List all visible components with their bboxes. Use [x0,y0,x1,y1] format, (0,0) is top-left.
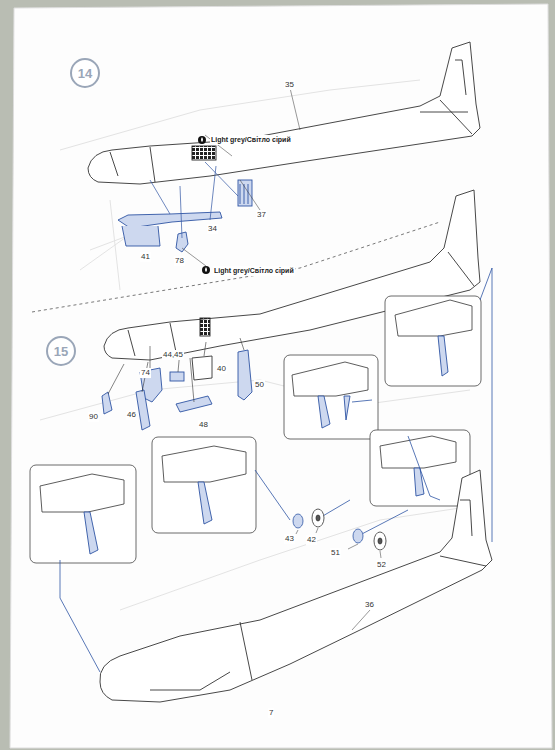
step-circle: 15 [46,336,76,366]
callout-number: 34 [207,224,218,234]
page-number: 7 [268,708,274,718]
callout-number: 37 [256,210,267,220]
paint-note: Light grey/Світло сірий [213,266,295,276]
paint-note: Light grey/Світло сірий [210,135,292,145]
callout-number: 46 [126,410,137,420]
callout-number: 50 [254,380,265,390]
callout-number: 90 [88,412,99,422]
callout-number: 43 [284,534,295,544]
step-number: 15 [54,344,68,359]
callout-number: 51 [330,548,341,558]
callout-number: 74 [140,368,151,378]
callout-number: 41 [140,252,151,262]
callout-number: 42 [306,535,317,545]
callout-number: 40 [216,364,227,374]
callout-number: 48 [198,420,209,430]
callout-number: 78 [174,256,185,266]
callout-number: 36 [364,600,375,610]
callout-number: 52 [376,560,387,570]
callout-number: 35 [284,80,295,90]
callout-number: 44,45 [162,350,184,360]
step-circle: 14 [70,58,100,88]
step-number: 14 [78,66,92,81]
